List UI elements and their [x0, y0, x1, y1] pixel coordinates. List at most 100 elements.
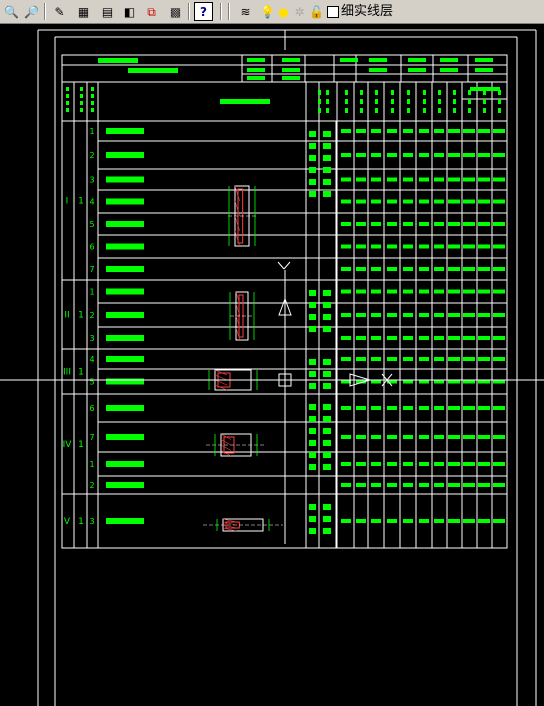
row-value	[419, 289, 429, 294]
tool-palettes-icon[interactable]: ▤	[101, 4, 114, 19]
step-number: 1	[89, 460, 94, 469]
bulb-icon[interactable]: 💡	[260, 4, 275, 19]
row-value	[478, 244, 490, 249]
fixture-text	[323, 359, 331, 365]
sketch-stroke	[234, 230, 240, 247]
row-value	[434, 129, 444, 133]
sun-icon[interactable]: ●	[278, 4, 289, 19]
machine-text	[309, 440, 316, 446]
sketch-stroke	[234, 200, 240, 217]
step-description	[106, 243, 144, 250]
layer-name-label[interactable]: 细实线层	[341, 4, 394, 19]
row-value	[403, 379, 413, 384]
row-value	[434, 379, 444, 384]
machine-text	[309, 404, 316, 410]
row-value	[478, 336, 490, 340]
layer-manager-icon[interactable]: ≋	[240, 4, 251, 19]
step-number: 2	[89, 481, 94, 490]
part-sketch-op2	[229, 291, 255, 341]
col-caption	[423, 108, 426, 113]
row-value	[356, 244, 366, 249]
row-value	[434, 313, 444, 317]
row-value	[478, 483, 490, 487]
fixture-text	[323, 314, 331, 320]
sketch-stroke	[235, 303, 241, 317]
toolbar-separator	[220, 3, 222, 20]
process-label: III	[63, 368, 71, 378]
ucs-y-icon	[277, 261, 291, 270]
step-description	[106, 198, 144, 205]
machine-text	[309, 155, 316, 161]
row-value	[341, 177, 351, 182]
row-value	[341, 462, 351, 466]
row-value	[478, 406, 490, 410]
row-value	[341, 313, 351, 317]
col-caption	[318, 108, 321, 113]
header-cell-text	[369, 68, 387, 72]
col-caption	[391, 99, 394, 104]
calculator-icon[interactable]: ▩	[169, 4, 182, 19]
machine-text	[309, 416, 316, 422]
col-caption	[407, 99, 410, 104]
col-caption	[91, 101, 94, 105]
col-caption	[468, 90, 471, 95]
row-value	[478, 462, 490, 466]
col-caption	[438, 99, 441, 104]
step-description	[106, 405, 144, 411]
row-value	[403, 129, 413, 133]
sketch-stroke	[234, 185, 240, 202]
row-value	[341, 267, 351, 271]
machine-text	[309, 516, 316, 522]
row-value	[387, 379, 397, 384]
row-value	[434, 289, 444, 294]
row-value	[356, 153, 366, 157]
zoom-realtime-icon[interactable]: 🔍	[4, 4, 19, 19]
row-value	[448, 379, 460, 384]
sheet-set-icon[interactable]: ◧	[123, 4, 136, 19]
markup-icon[interactable]: ⧉	[147, 4, 156, 19]
row-value	[341, 244, 351, 249]
col-caption	[453, 90, 456, 95]
row-value	[371, 267, 381, 271]
row-value	[448, 483, 460, 487]
design-center-icon[interactable]: ▦	[77, 4, 90, 19]
row-value	[463, 244, 475, 249]
col-caption	[375, 99, 378, 104]
row-value	[387, 129, 397, 133]
layer-color-swatch[interactable]	[327, 6, 339, 18]
properties-icon[interactable]: ✎	[54, 4, 65, 19]
row-value	[356, 336, 366, 340]
step-description	[106, 335, 144, 341]
help-icon[interactable]: ?	[194, 2, 213, 21]
process-count: 1	[78, 197, 84, 207]
row-value	[493, 357, 505, 361]
col-caption	[498, 108, 501, 113]
row-value	[371, 244, 381, 249]
col-caption	[66, 101, 69, 105]
machine-text	[309, 452, 316, 458]
row-value	[356, 462, 366, 466]
row-value	[371, 289, 381, 294]
col-caption-title	[220, 99, 270, 104]
row-value	[341, 289, 351, 294]
freeze-icon[interactable]: ✲	[294, 4, 305, 19]
row-value	[478, 519, 490, 523]
row-value	[403, 267, 413, 271]
sketch-stroke	[214, 369, 228, 376]
header-cell-text	[440, 58, 458, 62]
col-caption	[91, 87, 94, 91]
col-caption	[318, 90, 321, 95]
row-value	[371, 336, 381, 340]
step-number: 3	[89, 517, 94, 526]
row-value	[403, 483, 413, 487]
row-value	[448, 435, 460, 439]
zoom-previous-icon[interactable]: 🔎	[24, 4, 39, 19]
row-value	[434, 222, 444, 226]
lock-icon[interactable]: 🔓	[309, 4, 324, 19]
fixture-text	[323, 440, 331, 446]
row-value	[371, 153, 381, 157]
row-value	[478, 153, 490, 157]
col-caption	[360, 108, 363, 113]
fixture-text	[323, 516, 331, 522]
